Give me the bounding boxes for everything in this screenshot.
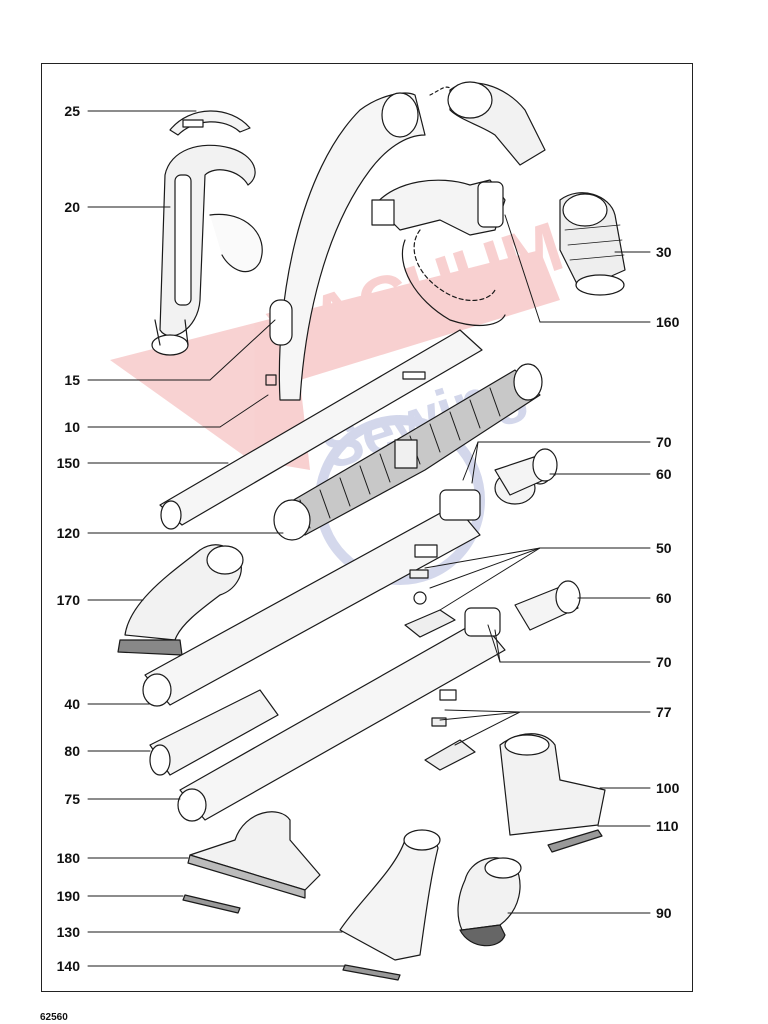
- callout-60-top: 60: [656, 466, 672, 482]
- part-110-brush-strip: [547, 829, 603, 853]
- part-30-hose-connector: [429, 81, 626, 296]
- callout-160: 160: [656, 314, 680, 330]
- callout-130: 130: [56, 924, 80, 940]
- part-130-crevice-nozzle: [339, 829, 441, 961]
- callout-140: 140: [56, 958, 80, 974]
- part-150-crevice-tube: [159, 329, 483, 530]
- footer-code: 62560: [40, 1012, 68, 1023]
- part-75-telescopic-tube: [177, 607, 506, 822]
- part-10-bend-tube: [265, 92, 426, 401]
- part-190-floor-strip: [182, 894, 241, 914]
- callout-50: 50: [656, 540, 672, 556]
- callout-77: 77: [656, 704, 672, 720]
- diagram-frame: [41, 63, 693, 992]
- callout-150: 150: [56, 455, 80, 471]
- part-100-upholstery-tool: [499, 733, 606, 836]
- callout-120: 120: [56, 525, 80, 541]
- part-60-collar-top: [494, 448, 558, 496]
- callout-100: 100: [656, 780, 680, 796]
- callout-40: 40: [64, 696, 80, 712]
- part-77-lock-assembly: [424, 689, 476, 771]
- callout-80: 80: [64, 743, 80, 759]
- part-25-handle-clip: [169, 110, 251, 136]
- part-50-lock-assembly: [404, 544, 456, 638]
- callout-70-bottom: 70: [656, 654, 672, 670]
- callout-70-top: 70: [656, 434, 672, 450]
- callout-15: 15: [64, 372, 80, 388]
- part-120-flexible-hose: [273, 363, 543, 541]
- part-20-handle: [151, 144, 263, 356]
- callout-60-bottom: 60: [656, 590, 672, 606]
- part-160-hose-fitting: [371, 179, 506, 327]
- part-140-nozzle-strip: [342, 964, 401, 981]
- callout-25: 25: [64, 103, 80, 119]
- part-90-round-brush: [457, 857, 522, 947]
- part-180-floor-tool: [187, 811, 321, 899]
- leader-lines: [87, 110, 651, 967]
- part-170-dusting-brush: [117, 544, 244, 656]
- part-80-tube-sleeve: [149, 689, 279, 776]
- callout-170: 170: [56, 592, 80, 608]
- callout-90: 90: [656, 905, 672, 921]
- callout-20: 20: [64, 199, 80, 215]
- callout-75: 75: [64, 791, 80, 807]
- callout-180: 180: [56, 850, 80, 866]
- callout-30: 30: [656, 244, 672, 260]
- watermark-red-shape: [110, 250, 560, 470]
- callout-10: 10: [64, 419, 80, 435]
- callout-190: 190: [56, 888, 80, 904]
- callout-110: 110: [656, 818, 679, 834]
- part-60-collar-bottom: [514, 580, 581, 631]
